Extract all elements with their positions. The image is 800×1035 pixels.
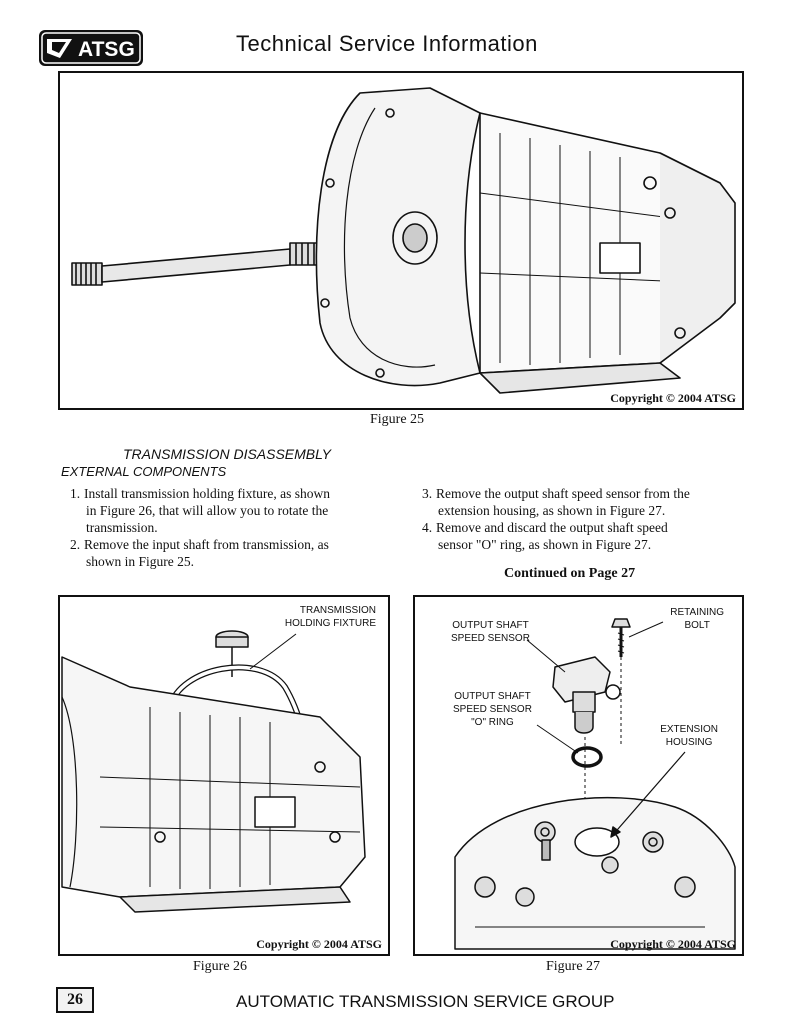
label-extension-housing-line-2: HOUSING — [665, 737, 713, 748]
step-1-line-3: transmission. — [86, 520, 158, 535]
label-o-ring-line-3: "O" RING — [471, 717, 514, 728]
label-extension-housing-line-1: EXTENSION — [660, 724, 718, 735]
figure-27-caption: Figure 27 — [546, 959, 601, 974]
step-4-line-1: Remove and discard the output shaft spee… — [436, 520, 668, 535]
atsg-logo: ATSG — [38, 29, 144, 67]
label-output-shaft-sensor-line-2: SPEED SENSOR — [451, 633, 530, 644]
step-1: 1.Install transmission holding fixture, … — [70, 485, 390, 570]
label-holding-fixture: TRANSMISSION HOLDING FIXTURE — [285, 604, 376, 630]
page-title: Technical Service Information — [236, 31, 538, 56]
figure-25-copyright: Copyright © 2004 ATSG — [610, 391, 736, 405]
step-3-line-1: Remove the output shaft speed sensor fro… — [436, 486, 690, 501]
step-2-line-1: Remove the input shaft from transmission… — [84, 537, 329, 552]
label-retaining-bolt: RETAINING BOLT — [670, 606, 724, 632]
label-o-ring-line-2: SPEED SENSOR — [453, 704, 532, 715]
figure-27-illustration — [454, 618, 736, 950]
figure-26-frame: TRANSMISSION HOLDING FIXTURE Copyright ©… — [58, 595, 390, 956]
continued-note: Continued on Page 27 — [504, 566, 636, 581]
label-holding-fixture-line-2: HOLDING FIXTURE — [284, 618, 376, 629]
figure-26-caption: Figure 26 — [193, 959, 248, 974]
step-1-number: 1. — [70, 486, 81, 501]
figure-27-copyright: Copyright © 2004 ATSG — [610, 937, 736, 951]
label-o-ring-line-1: OUTPUT SHAFT — [454, 691, 531, 702]
figure-25-caption: Figure 25 — [370, 412, 425, 427]
step-3: 3.Remove the output shaft speed sensor f… — [422, 485, 752, 553]
step-3-line-2: extension housing, as shown in Figure 27… — [438, 503, 666, 518]
figure-26-copyright: Copyright © 2004 ATSG — [256, 937, 382, 951]
step-1-line-1: Install transmission holding fixture, as… — [84, 486, 330, 501]
label-o-ring: OUTPUT SHAFT SPEED SENSOR "O" RING — [453, 690, 532, 729]
label-output-shaft-sensor: OUTPUT SHAFT SPEED SENSOR — [451, 619, 530, 645]
step-4-number: 4. — [422, 520, 433, 535]
step-1-line-2: in Figure 26, that will allow you to rot… — [86, 503, 329, 518]
section-title: TRANSMISSION DISASSEMBLY — [123, 446, 331, 462]
step-3-number: 3. — [422, 486, 433, 501]
label-holding-fixture-line-1: TRANSMISSION — [299, 605, 376, 616]
figure-27-frame: OUTPUT SHAFT SPEED SENSOR RETAINING BOLT… — [413, 595, 744, 956]
label-retaining-bolt-line-2: BOLT — [684, 620, 710, 631]
label-output-shaft-sensor-line-1: OUTPUT SHAFT — [452, 620, 529, 631]
step-2-line-2: shown in Figure 25. — [86, 554, 194, 569]
figure-26-illustration — [61, 630, 366, 913]
label-retaining-bolt-line-1: RETAINING — [670, 607, 724, 618]
step-4-line-2: sensor "O" ring, as shown in Figure 27. — [438, 537, 652, 552]
label-extension-housing: EXTENSION HOUSING — [660, 723, 718, 749]
page-number: 26 — [56, 987, 94, 1013]
section-subtitle: EXTERNAL COMPONENTS — [61, 464, 227, 479]
step-2-number: 2. — [70, 537, 81, 552]
logo-text: ATSG — [78, 38, 135, 61]
footer-text: AUTOMATIC TRANSMISSION SERVICE GROUP — [236, 992, 615, 1011]
figure-25-illustration — [71, 87, 736, 394]
figure-25-frame: Copyright © 2004 ATSG — [58, 71, 744, 410]
